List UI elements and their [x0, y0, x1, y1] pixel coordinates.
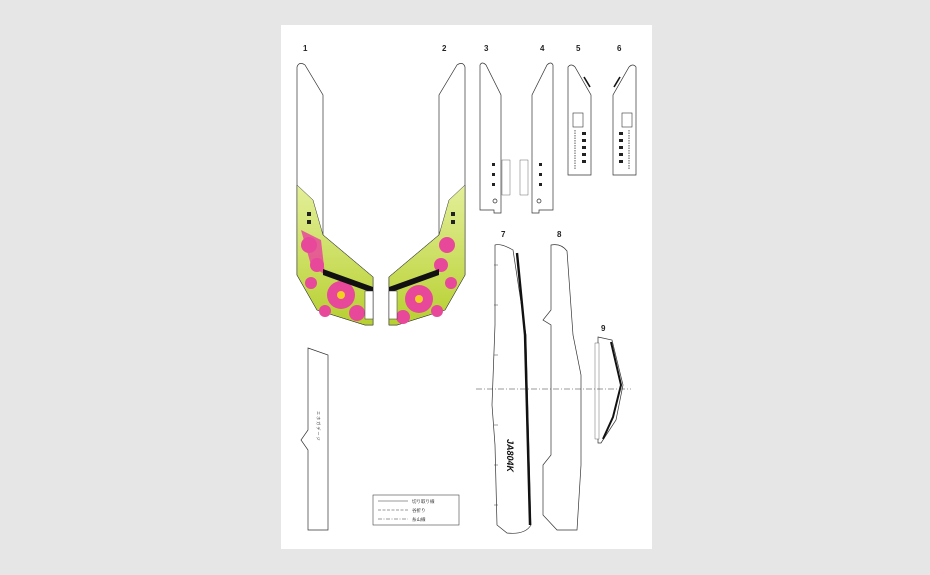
wing-stub-text: エ ホ ガ デ ー ジ [316, 411, 322, 441]
part-number-3: 3 [484, 44, 489, 53]
part-number-8: 8 [557, 230, 562, 239]
fuselage-registration: JA804K [505, 439, 515, 474]
part-2-right-wing [388, 63, 466, 326]
part-number-2: 2 [442, 44, 447, 53]
paper-sheet: 1 2 3 4 5 6 7 8 9 [281, 25, 652, 549]
template-drawing: 1 2 3 4 5 6 7 8 9 [296, 44, 637, 534]
part-number-7: 7 [501, 230, 506, 239]
wing-stub-part: エ ホ ガ デ ー ジ [300, 347, 329, 531]
part-4-panel [519, 62, 554, 214]
part-1-left-wing [296, 63, 374, 326]
part-9-tail [594, 336, 624, 444]
line-legend: 切り取り線 谷折り 糸山線 [372, 494, 460, 526]
legend-center-line: 糸山線 [412, 516, 426, 523]
part-5-panel [567, 64, 592, 176]
part-number-9: 9 [601, 324, 606, 333]
part-number-4: 4 [540, 44, 545, 53]
part-6-panel [612, 64, 637, 176]
part-number-1: 1 [303, 44, 308, 53]
part-8-fuselage [542, 244, 582, 531]
part-3-panel [479, 62, 511, 214]
legend-cut-line: 切り取り線 [412, 498, 435, 505]
legend-valley-fold: 谷折り [412, 507, 426, 514]
part-number-5: 5 [576, 44, 581, 53]
part-number-6: 6 [617, 44, 622, 53]
